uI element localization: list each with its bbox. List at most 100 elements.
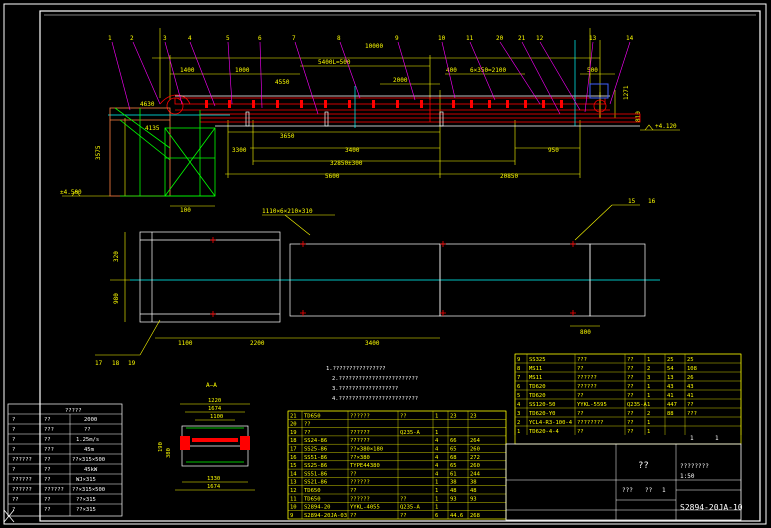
spec-cell: ?????? bbox=[44, 487, 64, 493]
elev-left: ±4.500 bbox=[60, 189, 82, 196]
plan-balloon-17: 17 bbox=[95, 360, 103, 367]
balloon-7: 7 bbox=[292, 35, 296, 42]
section-dim-1674: 1674 bbox=[208, 406, 222, 412]
parts-lower-cell: 268 bbox=[470, 513, 480, 519]
parts-lower-cell: 19 bbox=[290, 430, 297, 436]
section-dim-190: 190 bbox=[158, 442, 164, 452]
parts-upper-cell: ?????? bbox=[577, 375, 597, 381]
spec-table: ????? ? ?? 2000 ? ??? ?? ? ?? 1.25m/s ? … bbox=[7, 403, 123, 517]
spec-cell: ?? bbox=[44, 437, 51, 443]
parts-lower-cell: 244 bbox=[470, 471, 481, 477]
balloon-21: 21 bbox=[518, 35, 526, 42]
parts-upper-cell: SS120-50 bbox=[529, 402, 556, 408]
plan-dim-3400: 3400 bbox=[365, 340, 380, 347]
dim-5400: 5400L=500 bbox=[318, 59, 351, 66]
parts-lower-cell: SS25-86 bbox=[304, 463, 327, 469]
parts-upper-cell: ?? bbox=[627, 366, 634, 372]
dim-1000: 1000 bbox=[235, 67, 250, 74]
parts-lower-cell: 48 bbox=[470, 488, 477, 494]
parts-upper-cell: YCL4-R3-100-4 bbox=[529, 420, 573, 426]
section-dim-1674b: 1674 bbox=[207, 484, 221, 490]
parts-lower-cell: ?? bbox=[350, 513, 357, 519]
parts-upper-cell: ?? bbox=[627, 411, 634, 417]
parts-lower-cell: 1 bbox=[435, 505, 438, 511]
parts-upper-cell: 5 bbox=[517, 393, 520, 399]
spec-cell: ??×315 bbox=[76, 497, 96, 503]
balloon-9: 9 bbox=[395, 35, 399, 42]
elev-right: +4.120 bbox=[655, 123, 677, 130]
balloon-3: 3 bbox=[163, 35, 167, 42]
parts-lower-cell: 1 bbox=[435, 413, 438, 419]
parts-lower-cell: 4 bbox=[435, 471, 439, 477]
parts-upper-cell: 3 bbox=[647, 375, 650, 381]
parts-lower-cell: 1 bbox=[435, 488, 438, 494]
parts-lower-cell: ?? bbox=[304, 430, 311, 436]
parts-lower-cell: 23 bbox=[450, 413, 457, 419]
parts-lower-cell: 16 bbox=[290, 455, 297, 461]
parts-upper-cell: 13 bbox=[667, 375, 674, 381]
plan-view: 1110×6×210×310 1100 2200 3400 320 980 80… bbox=[95, 198, 660, 367]
parts-upper-cell: 2 bbox=[647, 411, 650, 417]
balloon-1: 1 bbox=[108, 35, 112, 42]
notes-line-1: 2.???????????????????????? bbox=[332, 376, 418, 382]
sheet-inner-border bbox=[39, 10, 761, 522]
parts-lower-cell: S2894-20JA-03 bbox=[304, 513, 347, 519]
parts-upper-cell: ?? bbox=[627, 393, 634, 399]
parts-lower-cell: YYKL-4055 bbox=[350, 505, 380, 511]
parts-upper-cell: 26 bbox=[687, 375, 694, 381]
parts-lower-cell: SS24-86 bbox=[304, 438, 327, 444]
sheet-total: 1 bbox=[715, 435, 719, 442]
parts-lower-cell: ??×380×180 bbox=[350, 447, 383, 453]
parts-lower-cell: 260 bbox=[470, 463, 480, 469]
section-dim-1220: 1220 bbox=[208, 398, 221, 404]
balloon-8: 8 bbox=[337, 35, 341, 42]
parts-upper-cell: 54 bbox=[667, 366, 674, 372]
dim-4135: 4135 bbox=[145, 125, 160, 132]
parts-lower-cell: 17 bbox=[290, 447, 297, 453]
plan-dim-320: 320 bbox=[113, 251, 120, 262]
spec-cell: ??? bbox=[44, 447, 54, 453]
parts-lower-cell: 11 bbox=[290, 496, 297, 502]
balloon-14: 14 bbox=[626, 35, 634, 42]
parts-lower-cell: ?????? bbox=[350, 496, 370, 502]
dim-6x350: 6×350=2100 bbox=[470, 67, 507, 74]
dim-2000: 2000 bbox=[393, 77, 408, 84]
parts-upper-cell: ??? bbox=[577, 357, 587, 363]
balloon-12: 12 bbox=[536, 35, 544, 42]
plan-balloon-19: 19 bbox=[128, 360, 136, 367]
spec-cell: ?? bbox=[44, 477, 51, 483]
parts-lower-cell: 38 bbox=[470, 480, 477, 486]
parts-lower-cell: Q235-A bbox=[400, 430, 421, 436]
parts-upper-cell: ??? bbox=[687, 411, 697, 417]
parts-upper-cell: MS11 bbox=[529, 366, 542, 372]
parts-upper-cell: 43 bbox=[667, 384, 674, 390]
parts-upper-cell: 1 bbox=[647, 429, 650, 435]
parts-lower-cell: SS25-86 bbox=[304, 447, 327, 453]
balloon-5: 5 bbox=[226, 35, 230, 42]
parts-upper-cell: 25 bbox=[667, 357, 674, 363]
parts-lower-cell: ?? bbox=[350, 488, 357, 494]
parts-upper-cell: 3 bbox=[517, 411, 520, 417]
spec-cell: 45m bbox=[84, 447, 95, 453]
dim-500: 500 bbox=[587, 67, 598, 74]
parts-lower-cell: 6 bbox=[435, 513, 438, 519]
plan-balloon-18: 18 bbox=[112, 360, 120, 367]
notes-title: 1.???????????????? bbox=[326, 366, 386, 372]
dim-1271: 1271 bbox=[623, 85, 630, 100]
dim-810: 810 bbox=[635, 111, 642, 122]
spec-title: ????? bbox=[65, 408, 82, 414]
parts-upper-cell: 1 bbox=[517, 429, 520, 435]
dim-1400: 1400 bbox=[180, 67, 195, 74]
dim-4550: 4550 bbox=[275, 79, 290, 86]
parts-lower-cell: 93 bbox=[450, 496, 457, 502]
plan-dim-800: 800 bbox=[580, 329, 591, 336]
parts-lower-cell: TD650 bbox=[304, 488, 321, 494]
parts-lower-cell: TD650 bbox=[304, 413, 321, 419]
parts-lower-cell: ?????? bbox=[350, 480, 370, 486]
sheet-no: 1 bbox=[690, 435, 694, 442]
spec-cell: ?? bbox=[12, 497, 19, 503]
parts-upper-cell: ?? bbox=[627, 357, 634, 363]
parts-upper-cell: 4 bbox=[517, 402, 521, 408]
spec-cell: ?????? bbox=[12, 477, 32, 483]
